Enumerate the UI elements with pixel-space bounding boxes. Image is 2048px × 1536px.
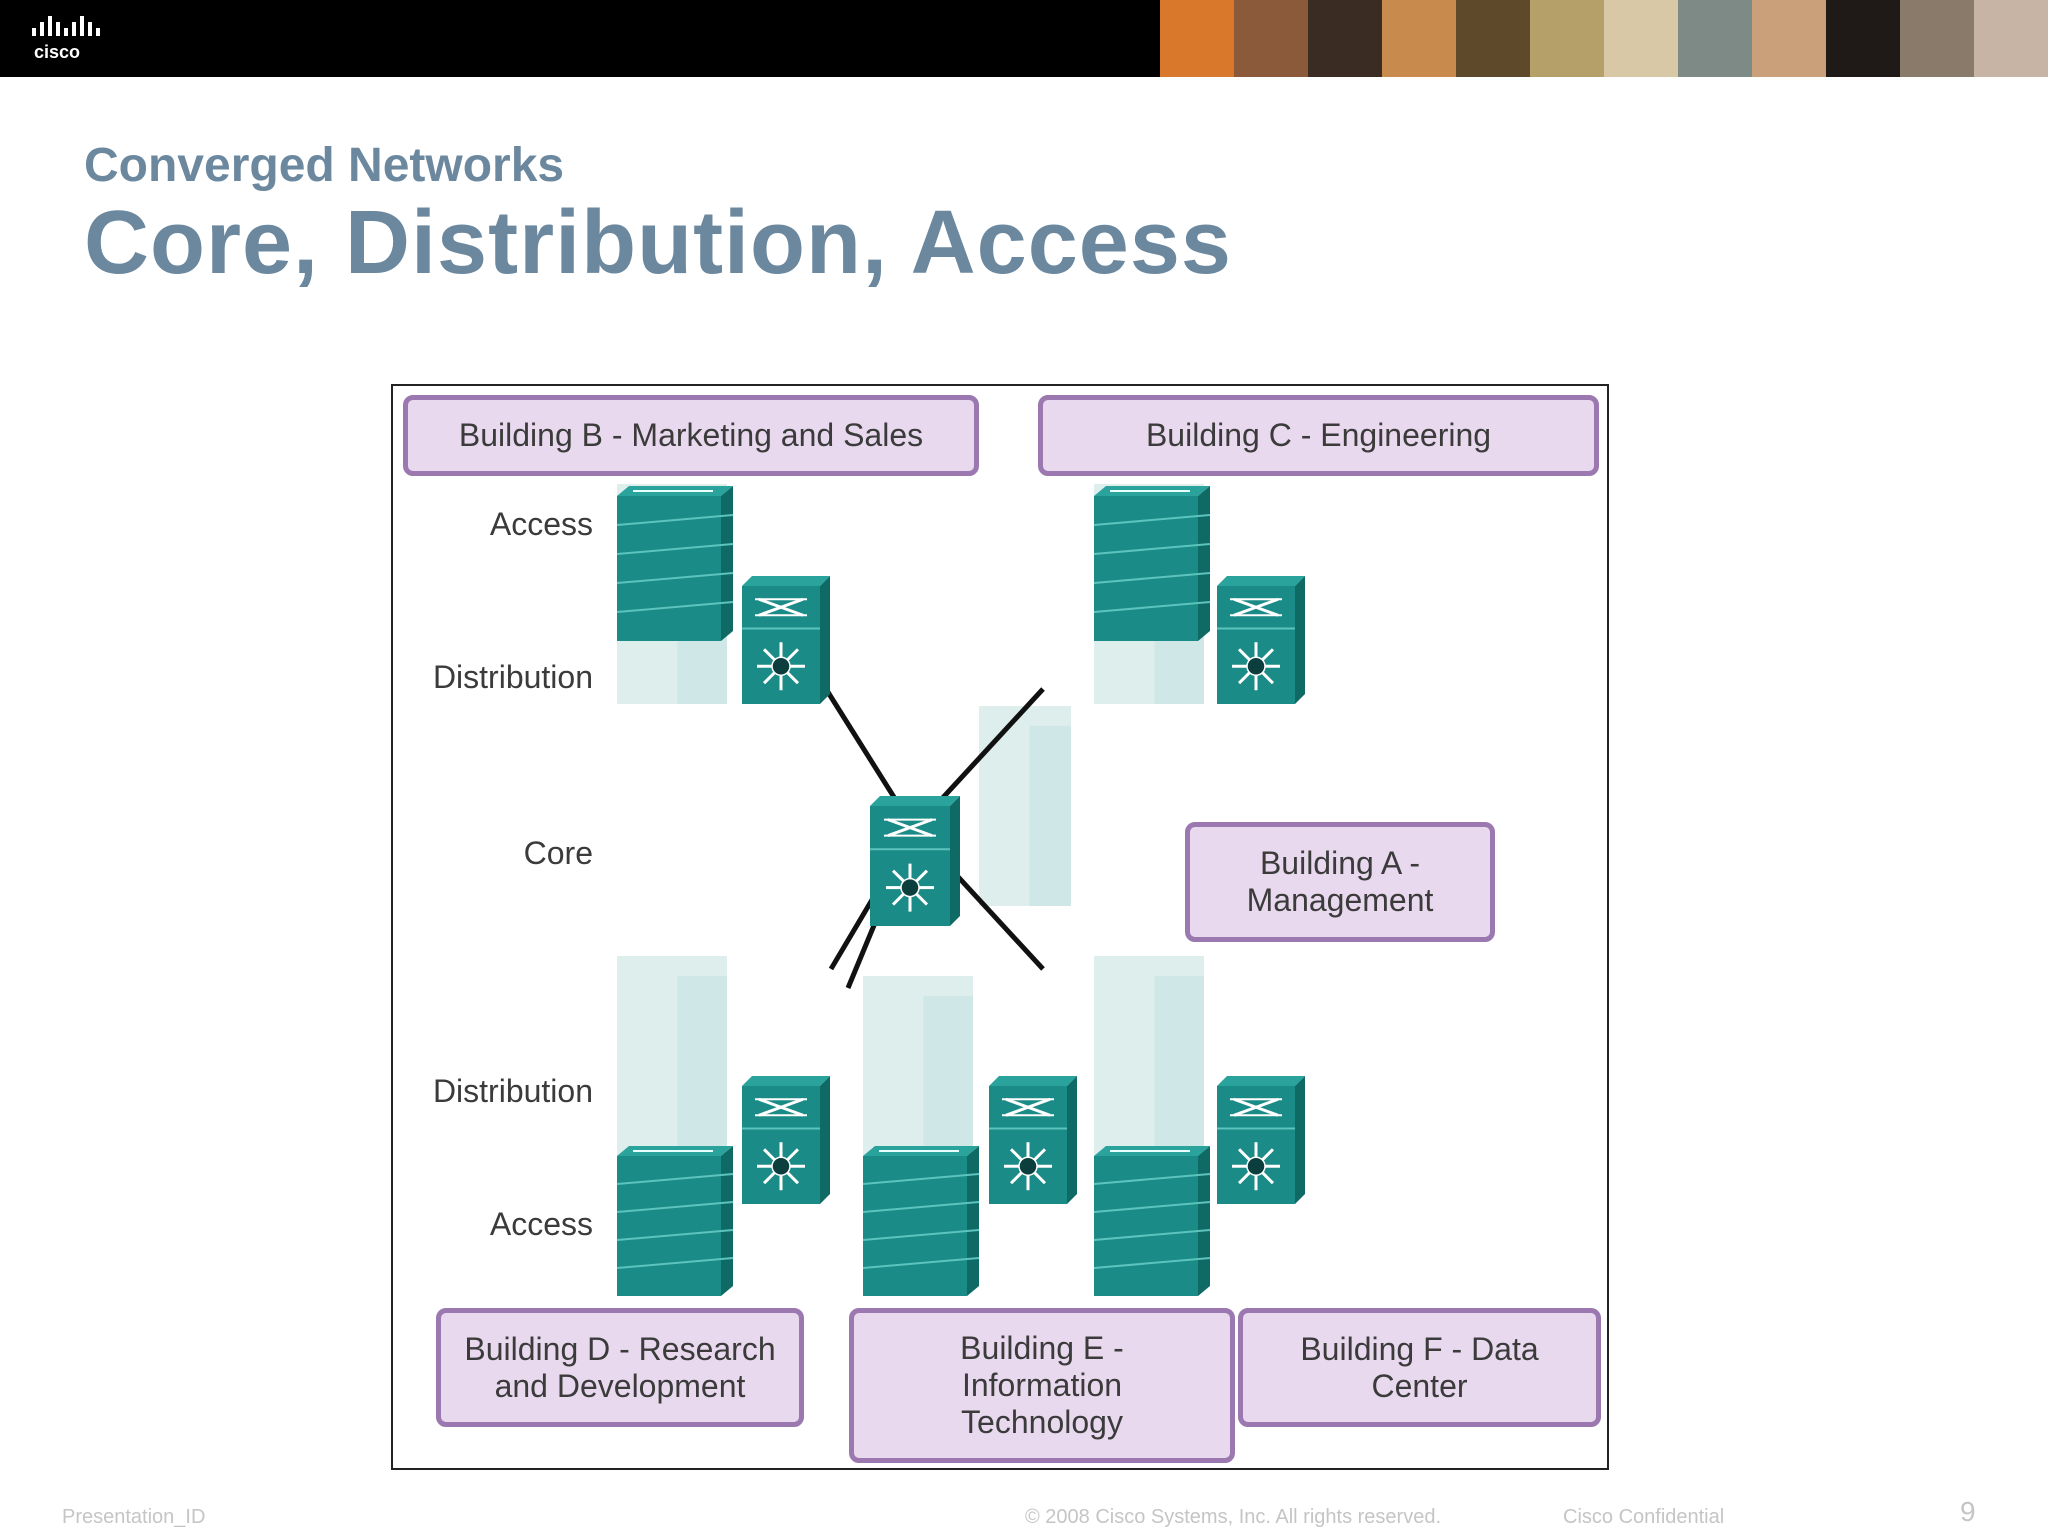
- building-a-box: Building A - Management: [1185, 822, 1495, 942]
- building-b-label: Building B - Marketing and Sales: [458, 417, 924, 453]
- banner-photo: [1234, 0, 1308, 77]
- core-switch: [870, 796, 960, 926]
- building-a-label-line1: Building A -: [1259, 845, 1421, 881]
- building-c-label: Building C - Engineering: [1145, 417, 1492, 453]
- layer-label-access-top: Access: [489, 506, 593, 542]
- building-e-label-line1: Building E -: [960, 1330, 1124, 1366]
- building-e-label-line2: Information: [961, 1367, 1123, 1403]
- building-c-box: Building C - Engineering: [1038, 395, 1599, 476]
- footer-confidential: Cisco Confidential: [1563, 1506, 1725, 1528]
- cisco-logo-text: cisco: [34, 42, 80, 62]
- cisco-logo: cisco: [32, 16, 100, 62]
- building-e-box: Building E - Information Technology: [849, 1308, 1235, 1463]
- banner-photo: [1826, 0, 1900, 77]
- building-b-box: Building B - Marketing and Sales: [403, 395, 979, 476]
- banner-photo: [1604, 0, 1678, 77]
- network-diagram: Access Distribution Core Distribution Ac…: [391, 384, 1609, 1470]
- distribution-switch-building-b: [742, 576, 830, 704]
- layer-label-access-bottom: Access: [489, 1206, 593, 1242]
- building-d-label-line1: Building D - Research: [464, 1330, 776, 1367]
- distribution-switch-building-c: [1217, 576, 1305, 704]
- banner-photo: [1678, 0, 1752, 77]
- access-switch-stack: [616, 1146, 734, 1296]
- banner-photo: [1456, 0, 1530, 77]
- photo-strip: [1160, 0, 2048, 77]
- slide-title: Core, Distribution, Access: [84, 193, 1232, 293]
- building-f-box: Building F - Data Center: [1238, 1308, 1601, 1427]
- banner-photo: [1308, 0, 1382, 77]
- banner-photo: [1530, 0, 1604, 77]
- network-topology: [616, 484, 1305, 1296]
- building-a-label-line2: Management: [1246, 882, 1434, 918]
- layer-label-distribution-bottom: Distribution: [432, 1073, 593, 1109]
- distribution-switch-building-d: [742, 1076, 830, 1204]
- slide-subtitle: Converged Networks: [84, 139, 565, 192]
- banner-photo: [1382, 0, 1456, 77]
- building-f-label-line2: Center: [1371, 1367, 1468, 1404]
- top-banner: cisco: [0, 0, 2048, 77]
- footer-copyright: © 2008 Cisco Systems, Inc. All rights re…: [1025, 1506, 1442, 1528]
- access-switch-stack: [862, 1146, 980, 1296]
- banner-photo: [1974, 0, 2048, 77]
- building-d-box: Building D - Research and Development: [436, 1308, 804, 1427]
- access-switch-stack: [1093, 1146, 1211, 1296]
- building-f-label-line1: Building F - Data: [1300, 1330, 1539, 1367]
- banner-photo: [1752, 0, 1826, 77]
- layer-label-core: Core: [523, 835, 593, 871]
- building-d-label-line2: and Development: [494, 1367, 746, 1404]
- banner-photo: [1900, 0, 1974, 77]
- layer-label-distribution-top: Distribution: [432, 659, 593, 695]
- building-silhouette: [979, 706, 1071, 906]
- access-switch-stack: [1093, 486, 1211, 641]
- distribution-switch-building-e: [989, 1076, 1077, 1204]
- page-number: 9: [1960, 1496, 1976, 1527]
- access-switch-stack: [616, 486, 734, 641]
- building-e-label-line3: Technology: [961, 1404, 1123, 1440]
- footer-presentation-id: Presentation_ID: [62, 1506, 206, 1528]
- distribution-switch-building-f: [1217, 1076, 1305, 1204]
- banner-photo: [1160, 0, 1234, 77]
